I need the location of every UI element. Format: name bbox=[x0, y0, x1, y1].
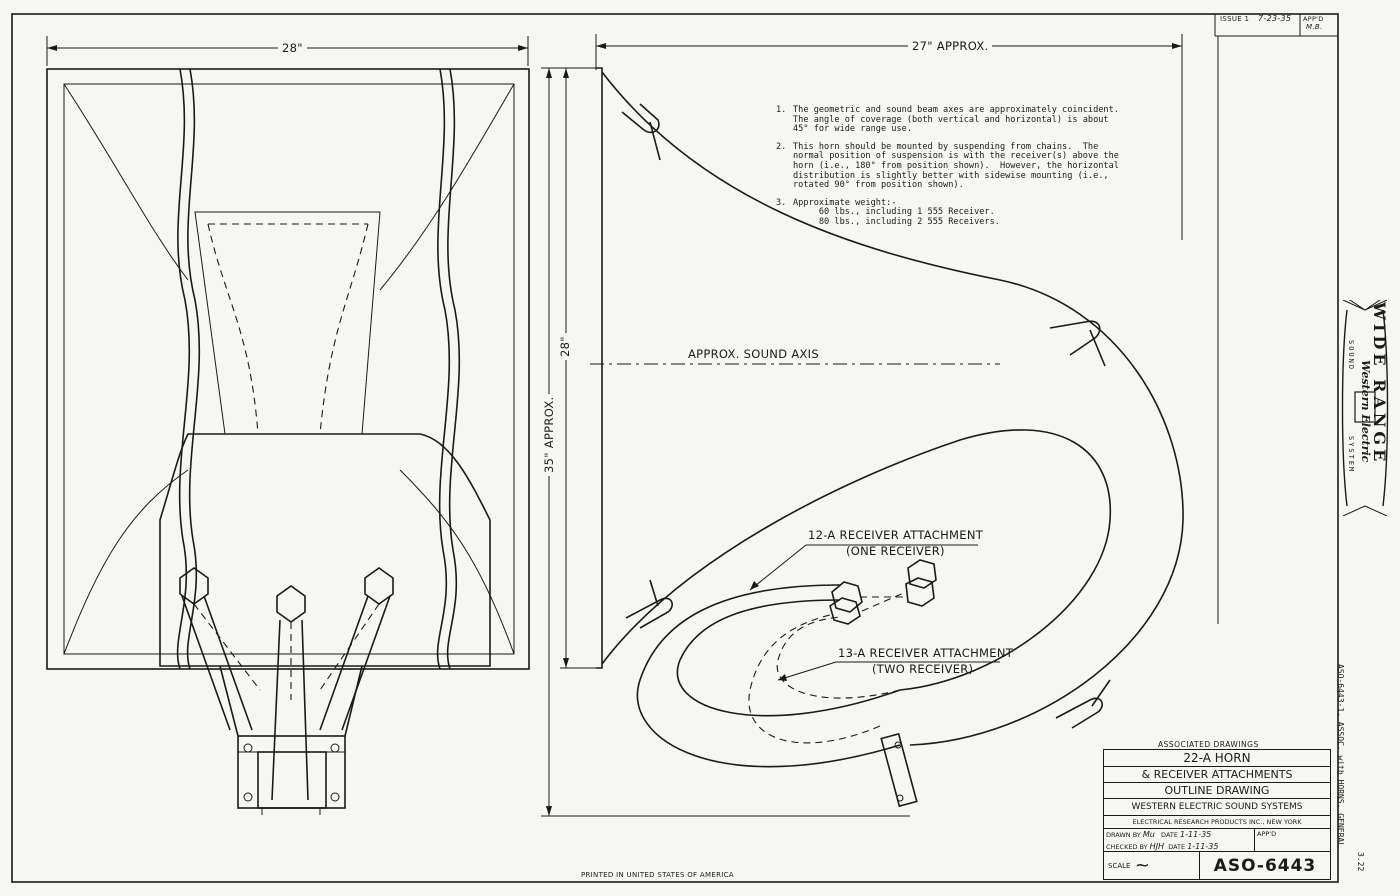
sheet-border bbox=[11, 13, 1339, 883]
title-line-2: & RECEIVER ATTACHMENTS bbox=[1104, 767, 1330, 783]
signature-rows: DRAWN BY Mu DATE 1-11-35 CHECKED BY HJH … bbox=[1104, 829, 1330, 852]
hook-upper-left bbox=[621, 103, 661, 161]
checked-by: HJH bbox=[1149, 842, 1165, 851]
hook-upper-right bbox=[1049, 320, 1106, 367]
scale-row: SCALE ~ ASO-6443 bbox=[1104, 852, 1330, 879]
hook-lower-left bbox=[625, 579, 673, 629]
drawing-notes: 1. The geometric and sound beam axes are… bbox=[776, 105, 1156, 236]
drawing-number: ASO-6443 bbox=[1213, 855, 1317, 876]
side-view bbox=[541, 34, 1219, 817]
note-1: 1. The geometric and sound beam axes are… bbox=[776, 105, 1119, 135]
title-line-3: OUTLINE DRAWING bbox=[1104, 783, 1330, 799]
scale-value: ~ bbox=[1134, 855, 1150, 876]
callout-12a-line1: 12-A RECEIVER ATTACHMENT bbox=[808, 528, 984, 542]
coil-inner bbox=[676, 599, 901, 717]
dim-overall-height: 35" APPROX. bbox=[542, 393, 556, 476]
logo-sunburst-icon bbox=[1341, 300, 1389, 516]
sound-axis-label: APPROX. SOUND AXIS bbox=[688, 347, 819, 361]
coil-outer bbox=[636, 584, 901, 768]
logo-system: SYSTEM bbox=[1347, 436, 1355, 474]
dim-front-width: 28" bbox=[278, 41, 307, 55]
front-receivers bbox=[179, 567, 394, 801]
company-name: WESTERN ELECTRIC SOUND SYSTEMS bbox=[1104, 799, 1330, 816]
horn-outer-lower bbox=[601, 429, 1112, 691]
front-view bbox=[46, 36, 530, 815]
issue-initials: M.B. bbox=[1306, 23, 1323, 31]
callout-13a-line2: (TWO RECEIVER) bbox=[872, 662, 974, 676]
callout-13a-line1: 13-A RECEIVER ATTACHMENT bbox=[838, 646, 1014, 660]
note-2: 2. This horn should be mounted by suspen… bbox=[776, 141, 1119, 191]
horn-outer-upper bbox=[601, 71, 1184, 746]
horn-mouth-flange bbox=[596, 67, 603, 669]
appd-label: APP'D bbox=[1257, 830, 1277, 838]
callout-12a-line2: (ONE RECEIVER) bbox=[846, 544, 945, 558]
break-line-right bbox=[436, 68, 451, 670]
dim-mouth-height: 28" bbox=[558, 333, 572, 360]
scale-label: SCALE bbox=[1108, 861, 1131, 870]
western-electric-logo: WIDE RANGE Western Electric SOUND SYSTEM bbox=[1341, 300, 1389, 516]
logo-wide-range: WIDE RANGE bbox=[1370, 302, 1389, 466]
title-block: 22-A HORN & RECEIVER ATTACHMENTS OUTLINE… bbox=[1103, 749, 1331, 880]
drawn-by: Mu bbox=[1142, 830, 1155, 839]
hook-lower-right bbox=[1055, 679, 1111, 729]
coil-clamp bbox=[880, 732, 918, 808]
sheet-ref: 3.22 bbox=[1356, 852, 1365, 872]
logo-brand: Western Electric bbox=[1359, 360, 1372, 463]
company-sub: ELECTRICAL RESEARCH PRODUCTS INC., NEW Y… bbox=[1104, 816, 1330, 829]
issue-date: 7-23-35 bbox=[1258, 14, 1292, 23]
title-line-1: 22-A HORN bbox=[1104, 750, 1330, 767]
associated-drawings-label: ASSOCIATED DRAWINGS bbox=[1158, 740, 1259, 749]
logo-sound: SOUND bbox=[1347, 340, 1355, 372]
dim-side-width: 27" APPROX. bbox=[908, 39, 993, 53]
note-3: 3. Approximate weight:- 60 lbs., includi… bbox=[776, 197, 1000, 227]
receiver-block bbox=[159, 433, 491, 667]
front-mount-bracket bbox=[219, 665, 363, 815]
checked-date: 1-11-35 bbox=[1187, 842, 1219, 851]
issue-appd: APP'D bbox=[1303, 15, 1324, 23]
horn-mouth-outline bbox=[46, 68, 530, 670]
side-reference: ASO-6443-1, ASSOC. with HORNS, GENERAL bbox=[1336, 664, 1345, 848]
horn-mouth-inner bbox=[63, 83, 515, 655]
drawn-date: 1-11-35 bbox=[1180, 830, 1212, 839]
printed-footer: PRINTED IN UNITED STATES OF AMERICA bbox=[581, 871, 734, 879]
issue-number: ISSUE 1 bbox=[1220, 15, 1250, 23]
